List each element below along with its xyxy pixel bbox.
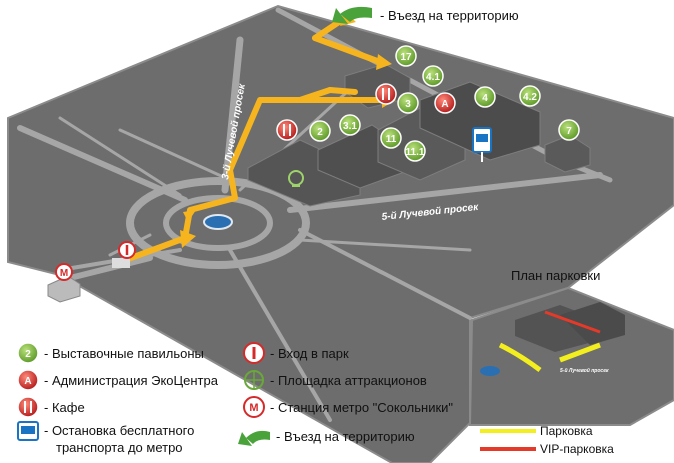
svg-text:3.1: 3.1 [343, 121, 357, 132]
marker-3: 3 [397, 92, 419, 114]
svg-text:A: A [24, 376, 31, 387]
entry-legend-icon [238, 430, 270, 446]
legend-metro: - Станция метро "Сокольники" [270, 400, 454, 415]
legend-entry: - Въезд на территорию [276, 429, 415, 444]
marker-17: 17 [395, 45, 417, 67]
legend-pavilions: - Выставочные павильоны [44, 346, 204, 361]
svg-text:4: 4 [482, 93, 488, 104]
cafe-markers [276, 83, 397, 141]
svg-text:4.2: 4.2 [523, 92, 537, 103]
legend-bus: - Остановка бесплатного [44, 423, 195, 438]
marker-4-2: 4.2 [519, 85, 541, 107]
marker-4: 4 [474, 86, 496, 108]
roundabout [126, 177, 310, 269]
plan-road-label: 5-й Лучевой просек [560, 367, 609, 374]
route-arrows [117, 15, 383, 265]
marker-2: 2 [309, 120, 331, 142]
metro-station-icon: M [47, 263, 81, 303]
legend-icons: 2 A M [17, 342, 270, 446]
legend-attractions: - Площадка аттракционов [270, 373, 427, 388]
marker-7: 7 [558, 119, 580, 141]
cafe-icon [276, 119, 298, 141]
svg-text:11.1: 11.1 [406, 147, 425, 158]
svg-text:M: M [60, 268, 68, 279]
attractions-icon [288, 170, 304, 187]
entry-arrow-icon [332, 6, 372, 24]
entry-header-label: - Въезд на территорию [380, 8, 519, 23]
svg-text:4.1: 4.1 [426, 72, 440, 83]
svg-text:7: 7 [566, 126, 572, 137]
legend-bus-line2: транспорта до метро [56, 440, 183, 455]
legend-park-entry: - Вход в парк [270, 346, 349, 361]
svg-text:2: 2 [25, 349, 31, 360]
bus-stop-icon [472, 127, 492, 162]
parking-plan-inset: 5-й Лучевой просек [468, 286, 674, 426]
marker-11: 11 [380, 127, 402, 149]
svg-text:3: 3 [405, 99, 411, 110]
svg-text:11: 11 [386, 134, 397, 145]
legend-vip-parking: VIP-парковка [540, 442, 614, 456]
cafe-icon [375, 83, 397, 105]
attractions-legend-icon [244, 370, 264, 390]
legend-parking: Парковка [540, 424, 593, 438]
park-entrance-icon [112, 241, 136, 268]
legend-admin: - Администрация ЭкоЦентра [44, 373, 218, 388]
cafe-legend-icon [17, 396, 39, 418]
plan-title: План парковки [511, 268, 601, 283]
marker-3-1: 3.1 [339, 114, 361, 136]
admin-legend-icon: A [17, 369, 39, 391]
marker-4-1: 4.1 [422, 65, 444, 87]
bus-legend-icon [17, 421, 39, 441]
legend-cafe: - Кафе [44, 400, 85, 415]
svg-text:2: 2 [317, 127, 323, 138]
marker-admin: A [434, 92, 456, 114]
pavilion-legend-icon: 2 [17, 342, 39, 364]
svg-text:M: M [249, 402, 258, 414]
pavilion-markers: 17 4.1 3 4 4.2 2 3.1 11 11.1 7 A [309, 45, 580, 162]
metro-legend-icon: M [243, 396, 265, 418]
marker-11-1: 11.1 [404, 140, 426, 162]
park-entry-legend-icon [243, 342, 265, 364]
svg-text:A: A [441, 99, 448, 110]
svg-text:17: 17 [400, 52, 412, 63]
